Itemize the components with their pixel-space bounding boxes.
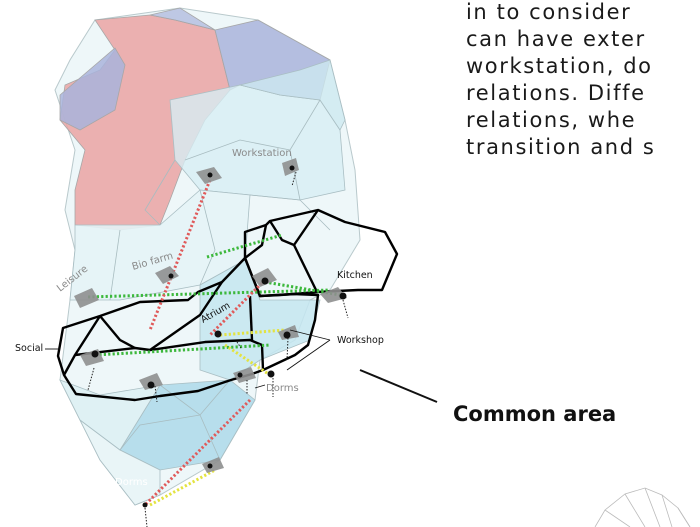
label-social: Social xyxy=(15,343,43,354)
link-social-workshop xyxy=(94,343,271,357)
dot-workshop xyxy=(283,331,291,339)
upper-zones xyxy=(59,7,331,231)
label-kitchen: Kitchen xyxy=(337,270,373,281)
blue-zone-left xyxy=(59,47,126,131)
dot-workshop-lower xyxy=(267,370,275,378)
link-workstation-social xyxy=(148,179,212,331)
dot-social xyxy=(91,350,99,358)
dot-small-4 xyxy=(142,502,148,508)
cyan-cell xyxy=(239,59,346,131)
dot-workstation xyxy=(207,172,213,178)
paragraph-line-5: relations, whe xyxy=(466,108,637,132)
dot-workstation-2 xyxy=(289,165,295,171)
dot-kitchen-2 xyxy=(339,292,347,300)
label-workstation: Workstation xyxy=(232,148,292,159)
dot-atrium xyxy=(214,330,222,338)
dot-kitchen xyxy=(261,277,269,285)
marker-kitchen-1 xyxy=(252,268,277,287)
dot-small-2 xyxy=(237,372,243,378)
node-dots xyxy=(91,165,347,508)
marker-stems xyxy=(87,171,349,527)
callout-pointer-line xyxy=(359,369,438,403)
marker-bio-farm xyxy=(155,266,179,284)
workshop-leader-1 xyxy=(289,329,331,341)
dorms-leader xyxy=(254,384,266,389)
paragraph-line-4: relations. Diffe xyxy=(466,81,646,105)
blue-zone-top xyxy=(149,7,216,31)
link-dorms xyxy=(143,398,252,507)
dot-small xyxy=(168,273,174,279)
marker-kitchen-2 xyxy=(320,287,347,303)
link-atrium-workshop xyxy=(219,328,286,337)
cyan-cell xyxy=(59,379,161,451)
paragraph-line-1: in to consider xyxy=(466,0,632,24)
paragraph-line-6: transition and s xyxy=(466,135,656,159)
dot-small-3 xyxy=(207,463,213,469)
paragraph-line-2: can have exter xyxy=(466,27,646,51)
marker-dorms-right xyxy=(233,367,256,383)
link-atrium-workshop-lower xyxy=(224,343,271,377)
label-dorms-bottom: Dorms xyxy=(115,477,148,488)
link-leisure-kitchen xyxy=(87,288,331,299)
common-area-label: Common area xyxy=(453,402,617,426)
label-dorms-right: Dorms xyxy=(266,383,299,394)
marker-dorms-bottom xyxy=(202,457,224,473)
link-dorms-bottom xyxy=(149,468,216,507)
marker-leisure xyxy=(74,288,99,308)
workshop-leader-2 xyxy=(286,339,331,371)
common-area-outline xyxy=(56,208,399,402)
label-workshop: Workshop xyxy=(337,335,384,346)
paragraph-line-3: workstation, do xyxy=(466,54,653,78)
common-outline xyxy=(56,256,320,402)
wireframe-sketch xyxy=(594,487,691,527)
leader-lines xyxy=(45,329,331,389)
dot-center xyxy=(147,381,155,389)
